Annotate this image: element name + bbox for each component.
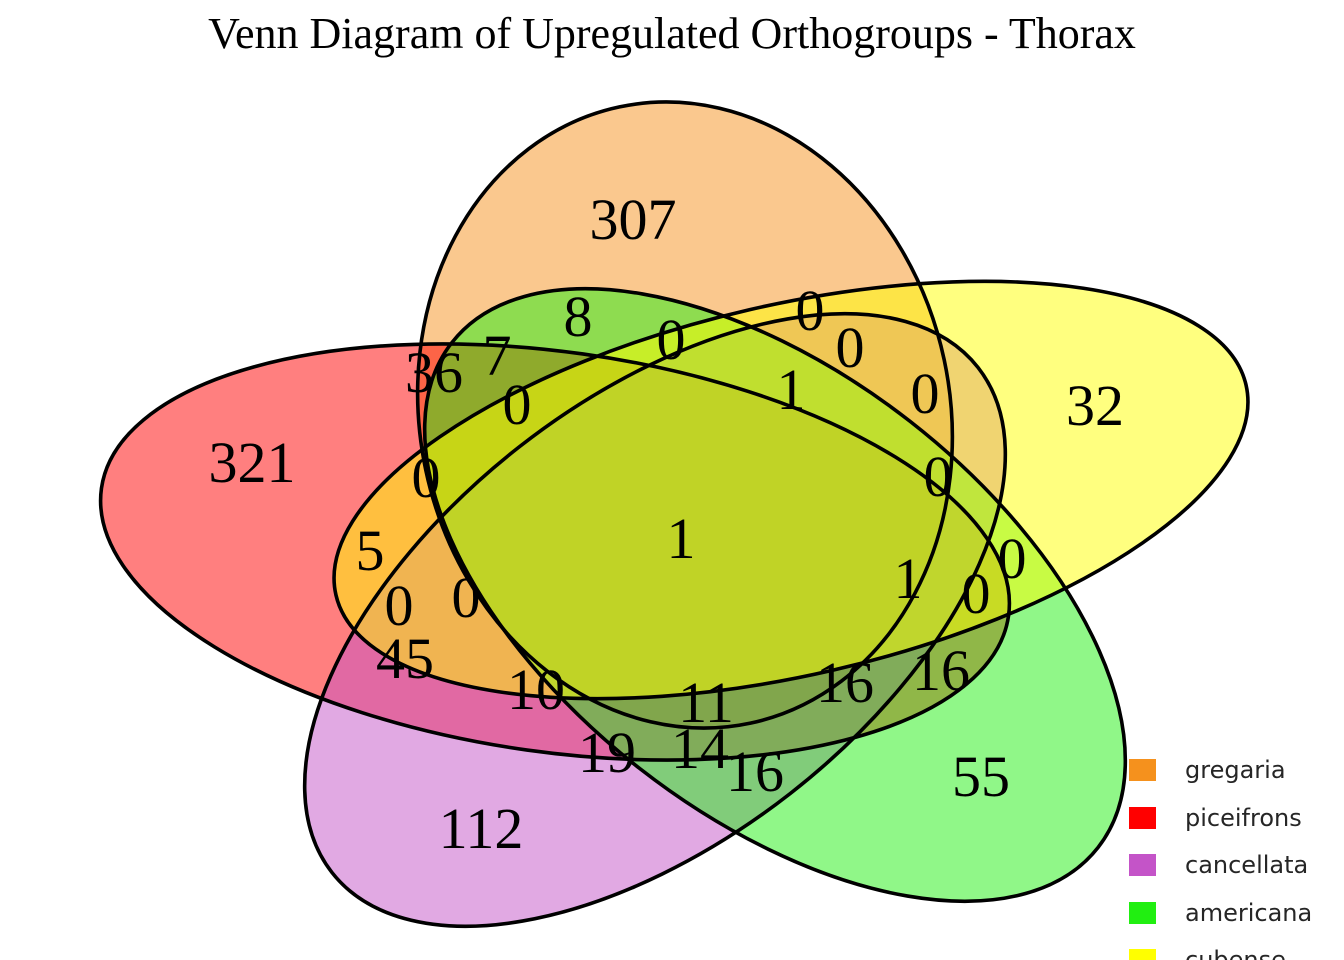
region-count-label: 5: [356, 518, 385, 583]
region-count-label: 45: [376, 626, 434, 691]
ellipse-edge-americana: [422, 286, 1128, 904]
region-count-label: 0: [657, 307, 686, 372]
venn-ellipse-fills: [100, 101, 1248, 927]
ellipse-edge-cancellata: [302, 311, 1008, 929]
region-count-label: 55: [952, 744, 1010, 809]
region-count-label: 0: [452, 565, 481, 630]
region-count-label: 36: [405, 340, 463, 405]
ellipse-fill-cubense: [334, 281, 1248, 699]
ellipse-edge-cubense: [332, 279, 1250, 701]
region-count-label: 0: [796, 278, 825, 343]
ellipse-edge-gregaria: [415, 100, 955, 730]
region-count-label: 0: [503, 372, 532, 437]
region-count-label: 112: [439, 796, 524, 861]
region-count-label: 16: [726, 739, 784, 804]
region-count-label: 14: [671, 716, 729, 781]
region-count-label: 0: [836, 315, 865, 380]
region-count-label: 321: [209, 430, 296, 495]
region-count-label: 0: [924, 444, 953, 509]
region-count-label: 7: [483, 323, 512, 388]
region-count-label: 0: [412, 445, 441, 510]
region-count-label: 307: [590, 187, 677, 252]
region-count-label: 1: [777, 357, 806, 422]
region-count-label: 0: [998, 526, 1027, 591]
region-count-label: 1: [894, 546, 923, 611]
region-count-label: 16: [912, 638, 970, 703]
region-count-label: 1: [667, 506, 696, 571]
region-count-label: 19: [578, 720, 636, 785]
region-count-label: 32: [1066, 373, 1124, 438]
venn-ellipse-edges: [98, 100, 1250, 929]
region-count-label: 8: [564, 284, 593, 349]
region-count-label: 0: [911, 361, 940, 426]
region-count-label: 16: [816, 650, 874, 715]
region-count-label: 0: [962, 561, 991, 626]
chart-title: Venn Diagram of Upregulated Orthogroups …: [208, 9, 1136, 58]
region-count-label: 11: [678, 670, 734, 735]
region-count-label: 10: [507, 657, 565, 722]
region-count-label: 0: [385, 573, 414, 638]
